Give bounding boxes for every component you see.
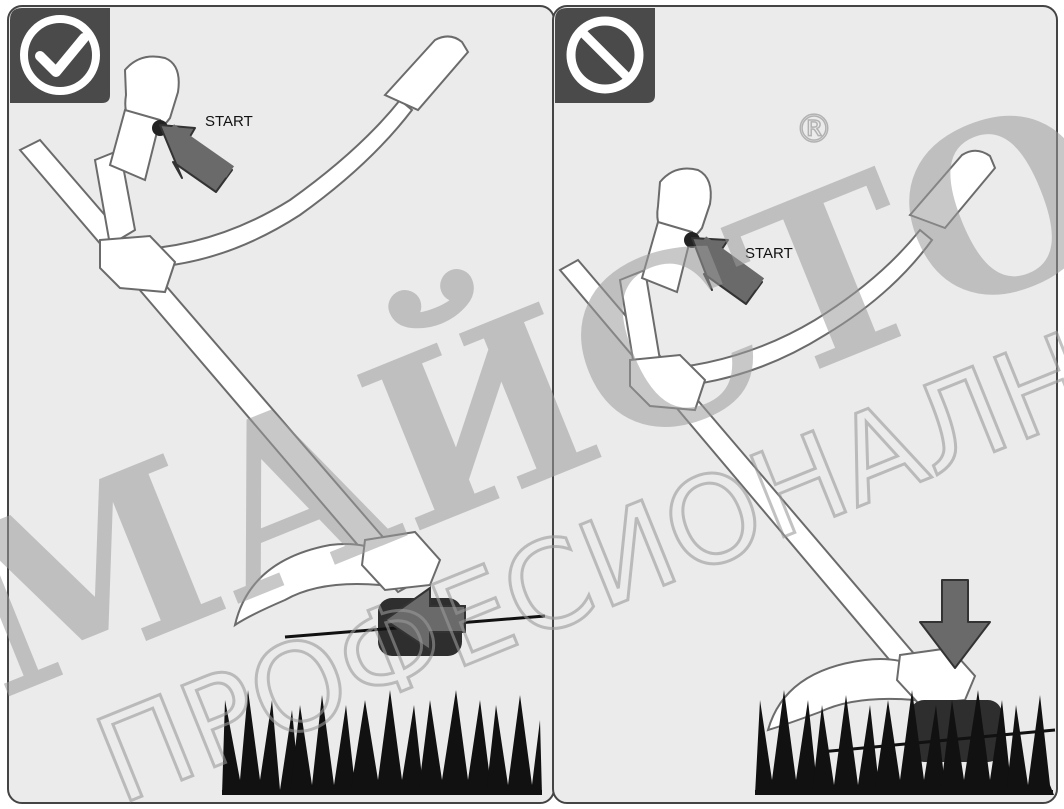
start-label: START xyxy=(205,113,253,130)
registered-mark: ® xyxy=(795,107,833,151)
check-icon xyxy=(10,8,110,103)
prohibited-icon xyxy=(555,8,655,103)
